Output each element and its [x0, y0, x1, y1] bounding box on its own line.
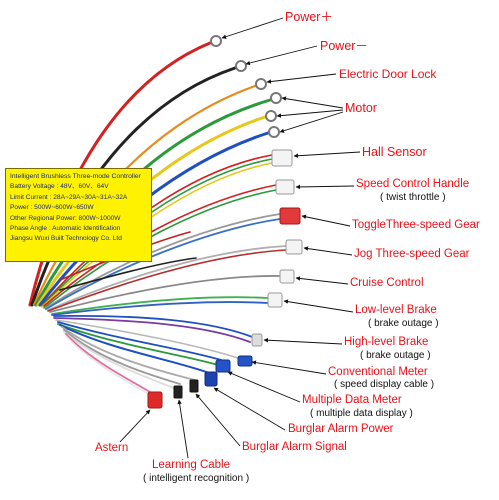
wire-toggle-blue	[45, 218, 281, 310]
arrow-throttle	[295, 184, 355, 190]
label-low-level-brake: Low-level Brake	[355, 304, 437, 316]
wire-lowbrake-green	[51, 296, 269, 315]
wire-lowbrake-blue	[51, 301, 269, 316]
ring-terminal-motor-2	[265, 110, 277, 122]
arrow-motor-2	[276, 109, 344, 118]
wire-learning-gray	[63, 329, 181, 385]
ring-terminal-door-lock	[255, 78, 267, 90]
arrow-low-brake	[283, 299, 354, 313]
label-high-level-brake-note: ( brake outage )	[360, 350, 431, 361]
label-conventional-meter: Conventional Meter	[328, 366, 428, 378]
spec-battery-voltage: Battery Voltage : 48V、60V、64V	[10, 183, 109, 191]
astern-connector	[147, 391, 163, 409]
label-cruise-control: Cruise Control	[350, 277, 424, 289]
spec-phase-angle: Phase Angle : Automatic Identification	[10, 225, 121, 233]
label-power-minus: Power－	[320, 39, 368, 53]
arrow-power-plus	[221, 17, 284, 39]
label-motor: Motor	[345, 101, 377, 115]
arrow-motor-1	[281, 96, 344, 109]
label-hall-sensor: Hall Sensor	[362, 145, 427, 159]
label-high-level-brake: High-level Brake	[344, 336, 429, 348]
label-low-level-brake-note: ( brake outage )	[368, 318, 439, 329]
wire-hall-green	[41, 158, 273, 307]
label-toggle-three-speed-gear: ToggleThree-speed Gear	[352, 219, 480, 231]
label-learning-cable-note: ( intelligent recognition )	[143, 473, 250, 484]
label-multiple-data-meter-note: ( multiple data display )	[310, 408, 413, 419]
label-burglar-alarm-signal: Burglar Alarm Signal	[242, 441, 347, 453]
wire-multimeter-green	[57, 323, 223, 367]
arrow-toggle	[301, 214, 351, 227]
hall-sensor-connector	[271, 149, 293, 167]
spec-other-regional-power: Other Regional Power: 800W~1000W	[10, 214, 121, 222]
jog-gear-connector	[285, 239, 303, 255]
wire-alarm-signal-gray	[61, 326, 196, 381]
high-brake-connector	[251, 333, 263, 347]
arrow-power-minus	[245, 45, 318, 66]
alarm-power-connector	[204, 371, 218, 387]
spec-limit-current: Limit Current : 28A~29A~30A~31A~32A	[10, 193, 128, 201]
wire-meter-gray	[55, 319, 245, 361]
arrow-hall	[293, 151, 361, 159]
wire-jog-red	[47, 249, 287, 312]
wire-learning-white	[63, 331, 177, 390]
arrow-multi-meter	[227, 371, 301, 403]
controller-spec-box: Intelligent Brushless Three-mode Control…	[5, 168, 152, 262]
label-conventional-meter-note: ( speed display cable )	[334, 379, 435, 390]
wire-toggle-gray	[45, 213, 281, 309]
wire-highbrake-purple	[53, 317, 251, 343]
label-power-plus: Power＋	[285, 10, 333, 24]
learning-connector	[173, 385, 183, 399]
alarm-signal-connector	[189, 379, 199, 393]
wire-throttle-red	[43, 184, 277, 307]
spec-power: Power : 500W~600W~650W	[10, 204, 94, 212]
low-brake-connector	[267, 292, 283, 308]
label-speed-control-handle-note: ( twist throttle )	[380, 192, 446, 203]
arrow-door-lock	[266, 73, 337, 84]
label-jog-three-speed-gear: Jog Three-speed Gear	[354, 248, 470, 260]
spec-title: Intelligent Brushless Three-mode Control…	[10, 173, 141, 180]
wire-astern-pink	[65, 333, 151, 393]
wire-jog-gray	[47, 245, 287, 311]
arrow-jog	[303, 246, 353, 256]
arrow-alarm-signal	[195, 393, 241, 447]
wire-cruise-gray	[49, 275, 281, 313]
wire-alarm-power-blue	[59, 324, 213, 375]
multi-meter-connector	[215, 359, 231, 373]
wire-hall-yellow	[41, 162, 273, 308]
arrow-cruise	[295, 276, 349, 285]
spec-manufacturer: Jiangsu Wuxi Built Technology Co. Ltd	[10, 235, 122, 243]
wire-multimeter-blue	[57, 321, 229, 363]
arrow-meter	[251, 360, 327, 375]
ring-terminal-power-plus	[210, 35, 222, 47]
arrow-astern	[119, 409, 151, 443]
ring-terminal-motor-3	[268, 126, 280, 138]
arrow-learning	[177, 399, 189, 459]
ring-terminal-power-minus	[235, 60, 247, 72]
toggle-gear-connector	[279, 207, 301, 225]
meter-connector	[237, 355, 253, 367]
label-multiple-data-meter: Multiple Data Meter	[302, 394, 402, 406]
wire-extra-black	[59, 257, 197, 291]
label-electric-door-lock: Electric Door Lock	[339, 67, 437, 81]
label-astern: Astern	[95, 442, 129, 454]
cruise-connector	[279, 269, 295, 284]
arrow-high-brake	[263, 337, 343, 345]
throttle-connector	[275, 179, 295, 195]
wire-astern-white	[65, 335, 153, 397]
arrow-alarm-power	[213, 387, 286, 431]
wire-highbrake-blue	[53, 314, 256, 339]
label-burglar-alarm-power: Burglar Alarm Power	[288, 423, 394, 435]
label-speed-control-handle: Speed Control Handle	[356, 178, 470, 190]
ring-terminal-motor-1	[270, 92, 282, 104]
label-learning-cable: Learning Cable	[152, 459, 231, 471]
arrow-motor-3	[279, 111, 344, 133]
